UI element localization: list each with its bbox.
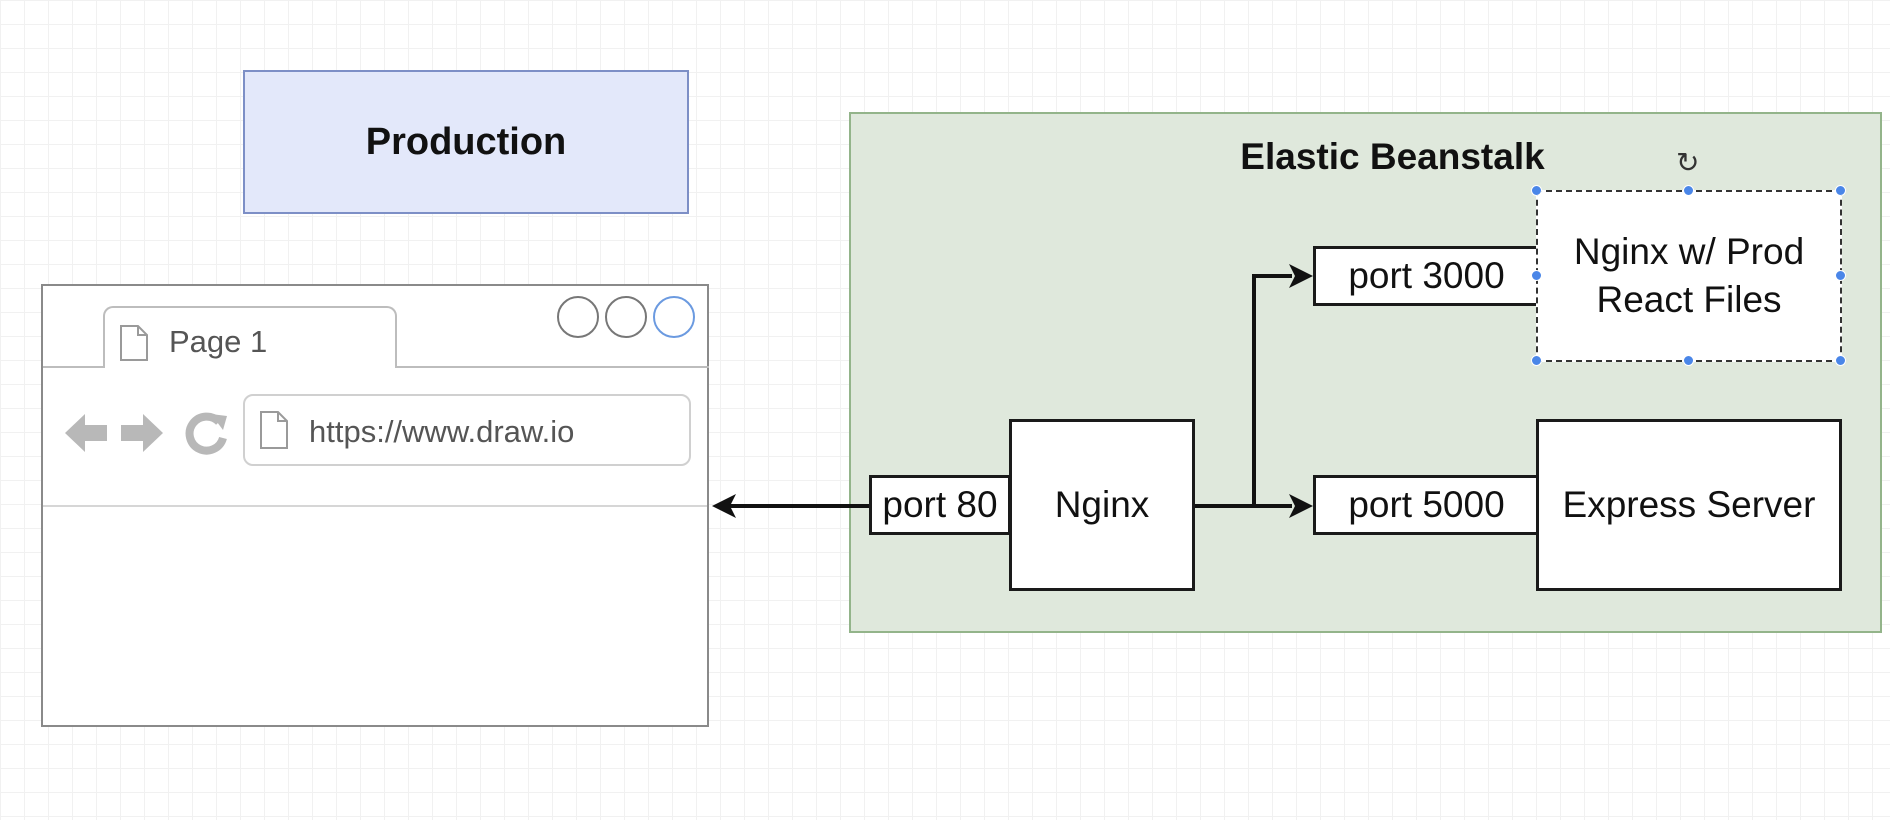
document-icon bbox=[260, 411, 288, 449]
arrowhead-port3000 bbox=[1289, 264, 1313, 288]
port-80-box[interactable]: port 80 bbox=[869, 475, 1011, 535]
browser-mockup[interactable]: Page 1 https://www.draw.io bbox=[41, 284, 709, 727]
tab-divider-right bbox=[397, 366, 709, 368]
resize-handle[interactable] bbox=[1531, 355, 1542, 366]
port-5000-label: port 5000 bbox=[1348, 484, 1505, 525]
nginx-box[interactable]: Nginx bbox=[1009, 419, 1195, 591]
port-80-label: port 80 bbox=[882, 484, 998, 525]
window-button-circle[interactable] bbox=[605, 296, 647, 338]
back-arrow-icon[interactable] bbox=[63, 410, 109, 456]
resize-handle[interactable] bbox=[1835, 185, 1846, 196]
rotate-icon[interactable]: ↻ bbox=[1676, 147, 1700, 178]
resize-handle[interactable] bbox=[1683, 185, 1694, 196]
reload-icon[interactable] bbox=[183, 410, 229, 456]
resize-handle[interactable] bbox=[1531, 185, 1542, 196]
tab-divider-left bbox=[43, 366, 103, 368]
production-label[interactable]: Production bbox=[243, 70, 689, 214]
elastic-beanstalk-title: Elastic Beanstalk bbox=[1240, 136, 1545, 177]
tab-label: Page 1 bbox=[169, 324, 268, 359]
arrowhead-browser bbox=[712, 494, 736, 518]
express-server-label: Express Server bbox=[1562, 484, 1816, 525]
resize-handle[interactable] bbox=[1835, 355, 1846, 366]
nginx-label: Nginx bbox=[1054, 484, 1150, 525]
production-label-text: Production bbox=[365, 120, 567, 163]
resize-handle[interactable] bbox=[1531, 270, 1542, 281]
resize-handle[interactable] bbox=[1683, 355, 1694, 366]
url-text: https://www.draw.io bbox=[309, 414, 575, 449]
arrowhead-port5000 bbox=[1289, 494, 1313, 518]
port-5000-box[interactable]: port 5000 bbox=[1313, 475, 1540, 535]
port-3000-box[interactable]: port 3000 bbox=[1313, 246, 1540, 306]
express-server-box[interactable]: Express Server bbox=[1536, 419, 1842, 591]
nginx-react-label-line2: React Files bbox=[1596, 279, 1782, 320]
nginx-react-box[interactable]: Nginx w/ Prod React Files bbox=[1536, 190, 1842, 362]
document-icon bbox=[120, 325, 148, 361]
window-button-circle[interactable] bbox=[653, 296, 695, 338]
url-field[interactable]: https://www.draw.io bbox=[243, 394, 691, 466]
nginx-react-label-line1: Nginx w/ Prod bbox=[1573, 231, 1805, 272]
port-3000-label: port 3000 bbox=[1348, 255, 1505, 296]
window-button-circle[interactable] bbox=[557, 296, 599, 338]
content-divider bbox=[43, 505, 707, 507]
resize-handle[interactable] bbox=[1835, 270, 1846, 281]
edge-nginx-to-port3000 bbox=[1252, 274, 1292, 506]
forward-arrow-icon[interactable] bbox=[119, 410, 165, 456]
browser-tab[interactable]: Page 1 bbox=[103, 306, 397, 368]
